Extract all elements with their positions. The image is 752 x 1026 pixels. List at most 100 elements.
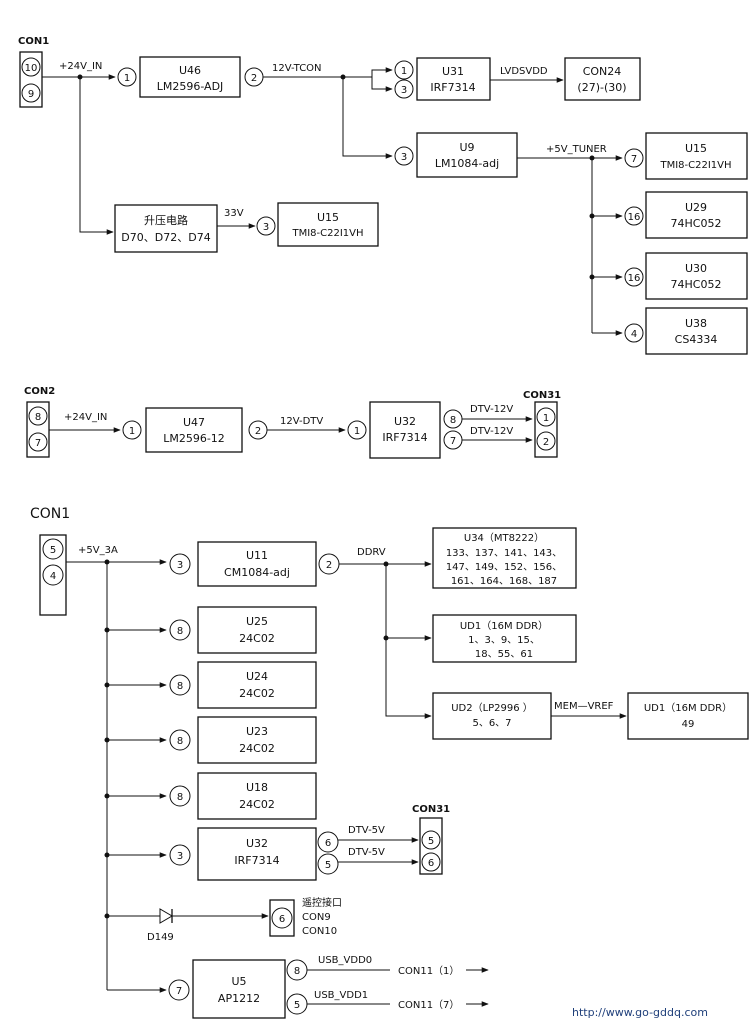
u9-ref: U9 (459, 141, 474, 154)
u32b-pin-6-label: 6 (325, 838, 331, 849)
u5-pin-7-label: 7 (176, 986, 182, 997)
boost-ref: 升压电路 (144, 214, 188, 227)
u31-ref: U31 (442, 65, 464, 78)
u18-pin-8-label: 8 (177, 792, 183, 803)
d149-label: D149 (147, 932, 174, 943)
u24-part: 24C02 (239, 687, 275, 700)
u15a-block (645, 132, 748, 180)
u32a-part: IRF7314 (382, 431, 427, 444)
u9-pin-3 (394, 146, 414, 166)
u5-pin-8-label: 8 (294, 966, 300, 977)
con31-bottom-pin-5-label: 5 (428, 836, 434, 847)
u30-pin-16-label: 16 (628, 273, 641, 284)
con2-pin-7-label: 7 (35, 438, 41, 449)
u24-pin-8 (169, 674, 191, 696)
u38-pin-4-label: 4 (631, 329, 637, 340)
u29-pin-16-label: 16 (628, 212, 641, 223)
u46-pin-1-label: 1 (124, 73, 130, 84)
boost-part: D70、D72、D74 (121, 231, 210, 244)
con31-top-pin-2 (536, 431, 556, 451)
net-dtv-5v-a: DTV-5V (348, 825, 385, 836)
wire-to-ud2 (385, 638, 432, 719)
u15b-ref: U15 (317, 211, 339, 224)
u32b-pin-5-label: 5 (325, 860, 331, 871)
ud2-ref: UD2（LP2996 ） (451, 702, 533, 714)
boost-circuit-block (114, 204, 218, 253)
u38-ref: U38 (685, 317, 707, 330)
u18-block (197, 772, 317, 820)
con31-top-pin-2-label: 2 (543, 437, 549, 448)
u24-pin-8-label: 8 (177, 681, 183, 692)
u11-block (197, 541, 317, 587)
u31-pin-1-label: 1 (401, 66, 407, 77)
u29-part: 74HC052 (671, 217, 722, 230)
net-dtv-12v-b: DTV-12V (470, 426, 513, 437)
con24-ref: CON24 (583, 65, 622, 78)
con1b-pin-4 (42, 564, 64, 586)
u34-ref: U34（MT8222） (464, 532, 544, 544)
u15a-part: TMI8-C22I1VH (659, 160, 731, 171)
u18-part: 24C02 (239, 798, 275, 811)
net-usb-vdd0: USB_VDD0 (318, 955, 372, 966)
wire-to-boost (79, 77, 114, 235)
con1-pin-10 (21, 57, 41, 77)
u15b-block (277, 202, 379, 247)
con1-pin-9-label: 9 (28, 89, 34, 100)
u47-pin-2-label: 2 (255, 426, 261, 437)
u23-ref: U23 (246, 725, 268, 738)
ud2-block (432, 692, 552, 740)
section3-connector-title: CON1 (30, 506, 70, 522)
u15b-pin-3-label: 3 (263, 222, 269, 233)
net-24v-in-b: +24V_IN (64, 412, 107, 423)
u32b-pin-5 (317, 853, 339, 875)
ud1b-ref: UD1（16M DDR） (644, 702, 732, 714)
sensor-pin-6-label: 6 (279, 914, 285, 925)
ud1a-line-1: 1、3、9、15、 (468, 635, 540, 646)
u30-pin-16 (624, 267, 644, 287)
con1-pin-10-label: 10 (25, 63, 38, 74)
ud1b-block (627, 692, 749, 740)
wire-to-u31-3 (371, 77, 393, 92)
u32b-block (197, 827, 317, 881)
net-33v: 33V (224, 208, 244, 219)
ud1b-line-1: 49 (682, 719, 695, 730)
wire-to-u31-1 (343, 67, 393, 78)
u25-part: 24C02 (239, 632, 275, 645)
net-5v-3a: +5V_3A (78, 545, 118, 556)
u32b-pin-6 (317, 831, 339, 853)
u24-ref: U24 (246, 670, 268, 683)
net-mem-vref: MEM—VREF (554, 701, 614, 712)
con2-pin-8-label: 8 (35, 412, 41, 423)
u31-pin-1 (394, 60, 414, 80)
section1-connector-title: CON1 (18, 36, 49, 47)
u15b-pin-3 (256, 216, 276, 236)
u46-pin-1 (117, 67, 137, 87)
u15b-part: TMI8-C22I1VH (291, 228, 363, 239)
u34-line-3: 161、164、168、187 (451, 576, 557, 587)
u11-part: CM1084-adj (224, 566, 290, 579)
u47-part: LM2596-12 (163, 432, 225, 445)
con1-pin-9 (21, 83, 41, 103)
u15a-ref: U15 (685, 142, 707, 155)
net-ddrv: DDRV (357, 547, 386, 558)
net-12v-dtv: 12V-DTV (280, 416, 323, 427)
u9-block (416, 132, 518, 178)
u9-pin-3-label: 3 (401, 152, 407, 163)
con1b-pin-5-label: 5 (50, 545, 56, 556)
con2-pin-7 (28, 432, 48, 452)
u5-pin-7 (168, 979, 190, 1001)
net-lvdsvdd: LVDSVDD (500, 66, 548, 77)
ud1a-ref: UD1（16M DDR） (460, 620, 548, 632)
net-12v-tcon: 12V-TCON (272, 63, 322, 74)
footer-url: http://www.go-gddq.com (572, 1006, 708, 1019)
sensor-label-1: 遥控接口 (302, 896, 342, 909)
u23-pin-8 (169, 729, 191, 751)
u15a-pin-7-label: 7 (631, 154, 637, 165)
u18-pin-8 (169, 785, 191, 807)
u9-part: LM1084-adj (435, 157, 499, 170)
u34-line-2: 147、149、152、156、 (446, 562, 562, 573)
net-24v-in-a: +24V_IN (59, 61, 102, 72)
u47-block (145, 407, 243, 453)
u15a-pin-7 (624, 148, 644, 168)
